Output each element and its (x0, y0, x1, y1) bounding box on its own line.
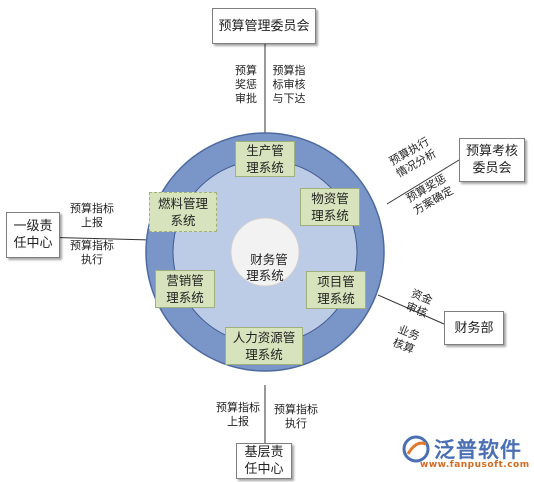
node-budget-committee-label: 预算管理委员会 (218, 18, 310, 34)
connector-right-top (386, 159, 460, 205)
system-marketing: 营销管 理系统 (155, 270, 215, 308)
label-bottom-left: 预算指标 上报 (216, 401, 260, 428)
label-bottom-right: 预算指标 执行 (274, 403, 318, 430)
node-assessment-committee: 预算考核 委员会 (459, 138, 525, 182)
node-level1-center-label: 一级责 任中心 (13, 219, 53, 251)
system-production-label: 生产管 理系统 (246, 143, 284, 175)
system-materials-label: 物资管 理系统 (311, 191, 349, 223)
node-level1-center: 一级责 任中心 (6, 212, 60, 258)
system-fuel-label: 燃料管理 系统 (157, 196, 208, 228)
node-base-center: 基层责 任中心 (236, 443, 292, 479)
system-hr-label: 人力资源管 理系统 (232, 330, 296, 362)
node-budget-committee: 预算管理委员会 (212, 8, 316, 44)
node-assessment-committee-label: 预算考核 委员会 (465, 144, 518, 176)
system-projects-label: 项目管 理系统 (317, 274, 355, 306)
system-marketing-label: 营销管 理系统 (166, 273, 204, 305)
system-hr: 人力资源管 理系统 (225, 327, 303, 365)
label-left-bottom: 预算指标 执行 (70, 239, 114, 266)
fanpu-logo-icon (402, 435, 430, 463)
node-finance-dept: 财务部 (444, 311, 504, 345)
connector-right-bottom (377, 294, 445, 325)
label-top-right: 预算指 标审核 与下达 (272, 64, 306, 105)
center-finance-system: 财务管 理系统 (233, 236, 297, 283)
logo-name: 泛普软件 (434, 438, 522, 462)
center-finance-system-label: 财务管 理系统 (246, 252, 288, 283)
system-materials: 物资管 理系统 (300, 188, 360, 226)
logo-url: www.fanpusoft.com (420, 460, 530, 470)
system-projects: 项目管 理系统 (306, 271, 366, 309)
system-fuel: 燃料管理 系统 (149, 192, 217, 232)
label-top-left: 预算 奖惩 审批 (235, 64, 257, 105)
node-finance-dept-label: 财务部 (454, 320, 494, 336)
label-left-top: 预算指标 上报 (70, 202, 114, 229)
core-circle (230, 217, 300, 287)
node-base-center-label: 基层责 任中心 (244, 445, 284, 477)
system-production: 生产管 理系统 (235, 141, 295, 177)
